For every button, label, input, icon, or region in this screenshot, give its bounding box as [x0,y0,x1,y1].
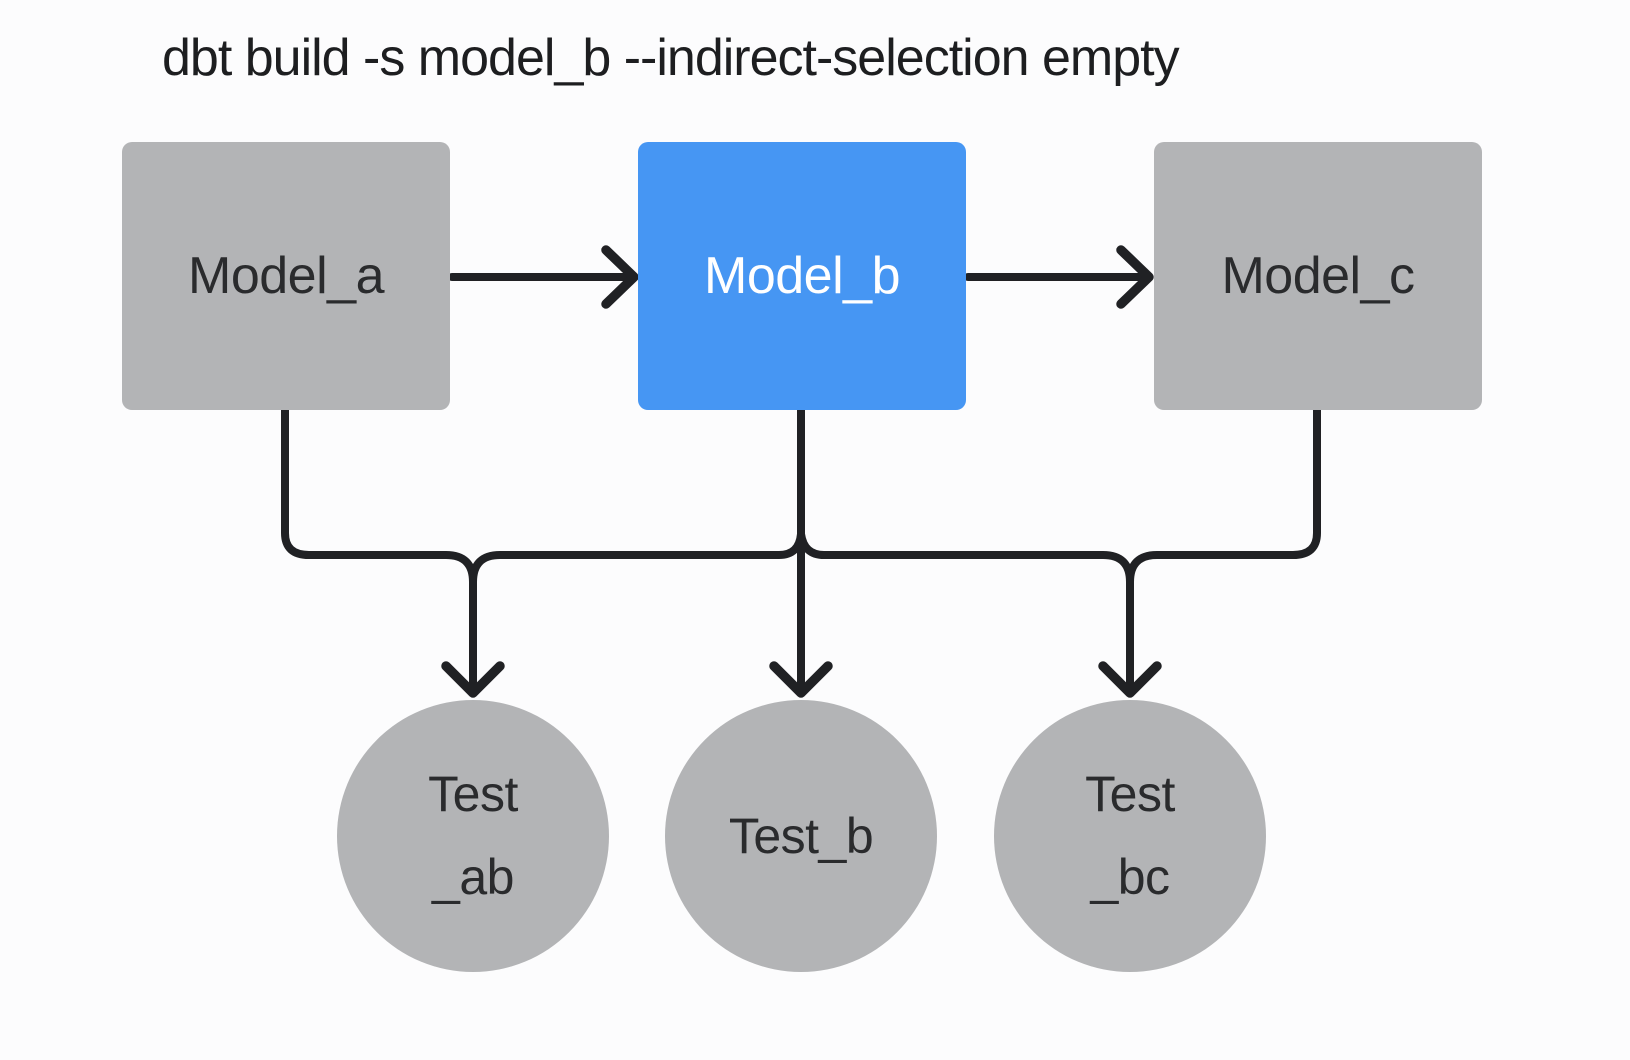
edge-model-c-to-rail [1126,406,1321,586]
edge-rail-left-inner [469,530,805,586]
node-test-bc-label-line2: _bc [1090,849,1170,905]
arrowhead-model-c-icon [1116,245,1154,309]
arrowhead-model-b-icon [601,245,639,309]
node-test-bc-label-line1: Test [1085,766,1175,822]
node-test-b: Test_b [665,700,937,972]
command-title: dbt build -s model_b --indirect-selectio… [162,29,1180,87]
node-model-b-label: Model_b [704,247,900,305]
node-model-a: Model_a [122,142,450,410]
arrowhead-test-b-icon [769,661,833,698]
node-test-ab: Test _ab [337,700,609,972]
edge-model-a-to-rail [281,406,477,586]
node-test-b-label: Test_b [728,807,874,864]
node-test-ab-label-line1: Test [428,766,518,822]
arrowhead-test-ab-icon [441,661,505,698]
arrowhead-test-bc-icon [1098,661,1162,698]
node-model-a-label: Model_a [188,247,384,305]
node-model-c: Model_c [1154,142,1482,410]
node-test-bc: Test _bc [994,700,1266,972]
edge-rail-right-inner [797,530,1134,586]
node-model-c-label: Model_c [1221,247,1415,305]
node-model-b-selected: Model_b [638,142,966,410]
node-test-ab-label-line2: _ab [432,849,514,905]
